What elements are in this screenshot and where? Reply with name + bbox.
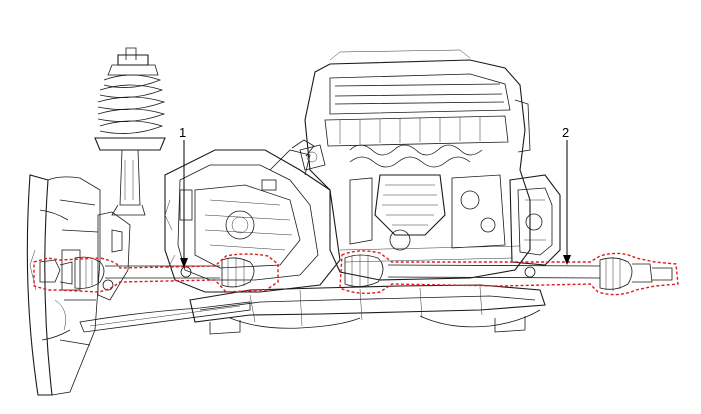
strut-coil-spring xyxy=(94,47,166,216)
transaxle xyxy=(164,139,341,293)
lower-control-arm xyxy=(79,301,251,333)
engine-mount-right xyxy=(509,174,561,266)
subframe xyxy=(189,284,546,335)
callout-2-leader xyxy=(563,140,571,265)
engine xyxy=(299,49,531,281)
drive-shaft-right xyxy=(344,254,673,291)
callout-1-leader xyxy=(180,140,188,268)
drive-shaft-left xyxy=(39,256,255,289)
drive-shaft-right-highlight xyxy=(339,250,679,296)
wheel-hub-assembly xyxy=(26,174,101,396)
drive-shaft-left-highlight xyxy=(33,253,279,293)
callout-1-label: 1 xyxy=(179,125,187,140)
callout-2-label: 2 xyxy=(562,125,570,140)
steering-knuckle xyxy=(97,211,131,301)
